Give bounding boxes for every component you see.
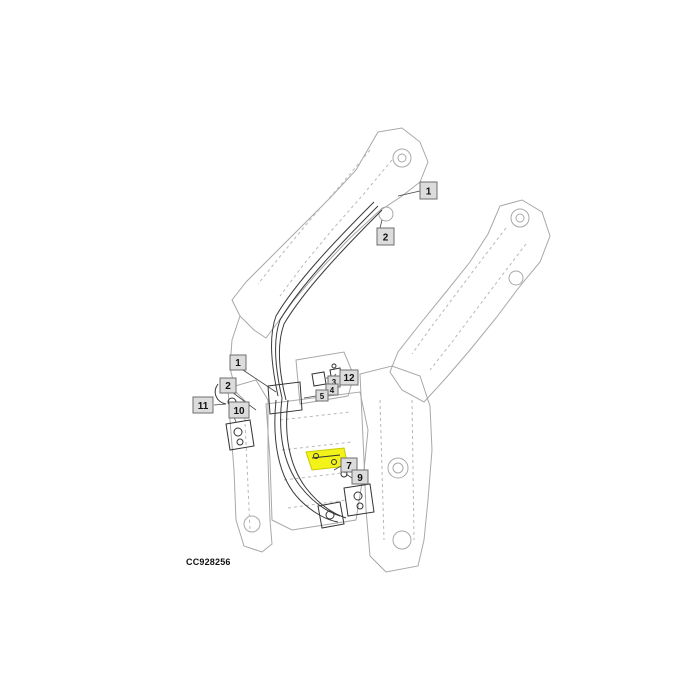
highlighted-part (305, 447, 349, 471)
svg-text:3: 3 (332, 378, 337, 387)
callout-2-upper: 2 (376, 227, 395, 246)
svg-text:9: 9 (357, 473, 363, 484)
callout-5: 5 (315, 389, 329, 402)
callout-9: 9 (351, 469, 369, 485)
right-mounting-tower (359, 365, 433, 573)
figure-code: CC928256 (186, 557, 231, 567)
callout-1-lower: 1 (229, 354, 247, 371)
svg-text:1: 1 (235, 358, 241, 369)
svg-text:12: 12 (343, 373, 355, 384)
svg-text:2: 2 (383, 233, 389, 244)
svg-text:7: 7 (346, 461, 352, 472)
svg-text:1: 1 (426, 187, 432, 198)
svg-text:4: 4 (330, 386, 335, 395)
right-loader-arm (389, 199, 551, 403)
svg-text:10: 10 (233, 406, 245, 417)
svg-text:11: 11 (198, 401, 209, 412)
left-mounting-tower (227, 379, 273, 553)
callout-10: 10 (228, 401, 250, 419)
center-plate (265, 351, 369, 531)
svg-text:2: 2 (225, 381, 231, 392)
hydraulic-hoses (267, 201, 383, 529)
callout-2-lower: 2 (219, 377, 237, 394)
callout-12: 12 (339, 369, 359, 386)
left-loader-arm (229, 127, 429, 405)
callout-11: 11 (192, 396, 214, 414)
callout-7: 7 (340, 457, 358, 473)
callout-1-upper: 1 (419, 181, 438, 200)
svg-text:5: 5 (320, 392, 325, 401)
